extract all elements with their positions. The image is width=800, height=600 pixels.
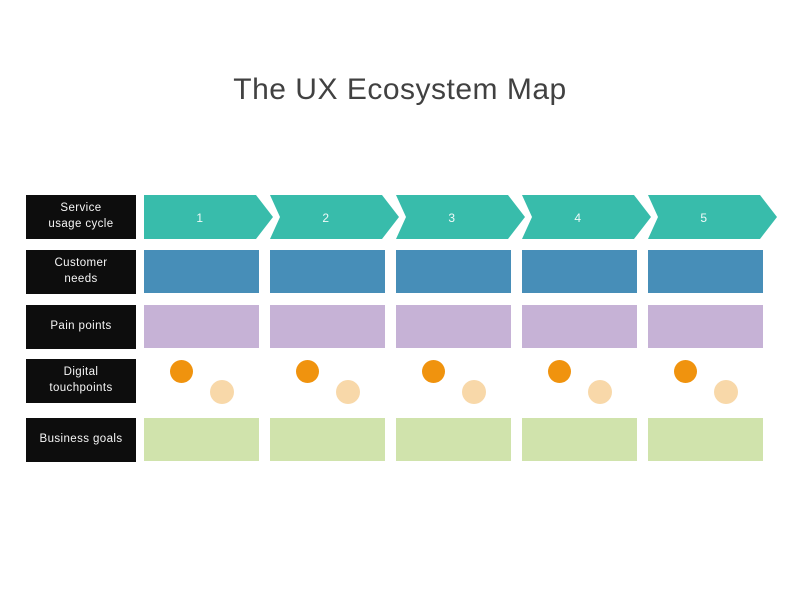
business-goals-cell [648, 418, 763, 461]
cycle-step-arrow [396, 195, 525, 239]
service-usage-cycle-arrows: 1 2 3 4 5 [144, 195, 777, 239]
touchpoint-dot-secondary [588, 380, 612, 404]
business-goals-cell [270, 418, 385, 461]
touchpoint-dot-primary [296, 360, 319, 383]
customer-needs-cell [648, 250, 763, 293]
cycle-step-arrow [648, 195, 777, 239]
cycle-step-number: 2 [322, 211, 329, 225]
touchpoint-dot-secondary [336, 380, 360, 404]
customer-needs-cell [270, 250, 385, 293]
pain-points-cell [144, 305, 259, 348]
touchpoint-dot-secondary [462, 380, 486, 404]
pain-points-cell [522, 305, 637, 348]
cycle-step-number: 3 [448, 211, 455, 225]
cycle-step-number: 5 [700, 211, 707, 225]
customer-needs-cell [522, 250, 637, 293]
touchpoint-dot-primary [674, 360, 697, 383]
customer-needs-cell [144, 250, 259, 293]
row-label-text: Digital touchpoints [49, 366, 113, 394]
touchpoint-dot-primary [548, 360, 571, 383]
touchpoint-dot-secondary [210, 380, 234, 404]
business-goals-cell [144, 418, 259, 461]
row-label-service-usage-cycle: Service usage cycle [26, 195, 136, 239]
pain-points-cell [648, 305, 763, 348]
customer-needs-cell [396, 250, 511, 293]
row-label-business-goals: Business goals [26, 418, 136, 462]
pain-points-cell [270, 305, 385, 348]
pain-points-cell [396, 305, 511, 348]
row-label-text: Business goals [39, 433, 123, 446]
cycle-step-arrow [144, 195, 273, 239]
row-label-text: Service usage cycle [48, 202, 114, 230]
touchpoint-dot-secondary [714, 380, 738, 404]
row-label-customer-needs: Customer needs [26, 250, 136, 294]
touchpoint-dot-primary [170, 360, 193, 383]
row-label-text: Customer needs [54, 257, 108, 285]
row-label-text: Pain points [50, 320, 112, 333]
row-label-digital-touchpoints: Digital touchpoints [26, 359, 136, 403]
business-goals-cell [396, 418, 511, 461]
page-title: The UX Ecosystem Map [233, 73, 567, 106]
touchpoint-dot-primary [422, 360, 445, 383]
row-label-pain-points: Pain points [26, 305, 136, 349]
cycle-step-number: 1 [196, 211, 203, 225]
cycle-step-arrow [522, 195, 651, 239]
cycle-step-number: 4 [574, 211, 581, 225]
cycle-step-arrow [270, 195, 399, 239]
business-goals-cell [522, 418, 637, 461]
